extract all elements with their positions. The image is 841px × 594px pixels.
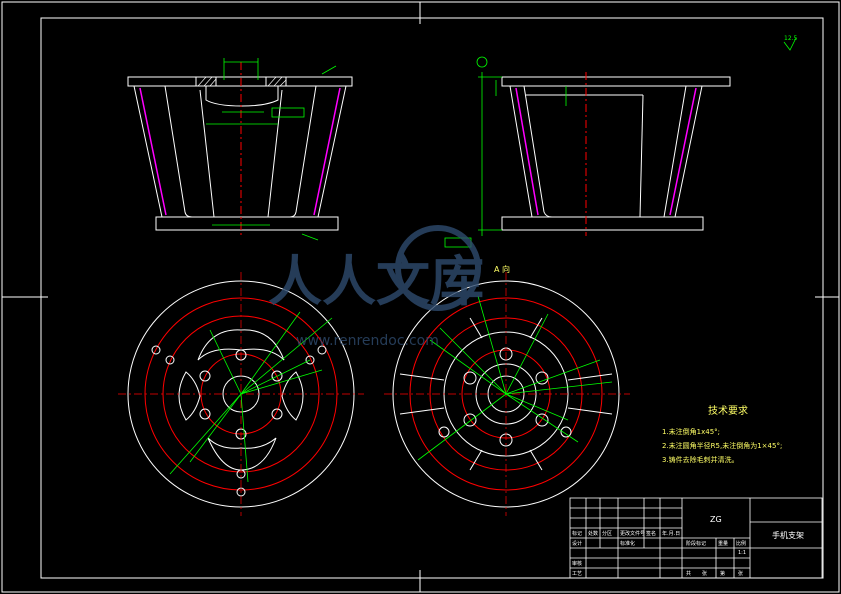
- side-left-wall: [509, 85, 533, 218]
- side-left-inner: [523, 85, 553, 218]
- title-mid-3: 重量: [718, 540, 728, 547]
- side-base-plate: [501, 216, 704, 231]
- title-header-1: 处数: [588, 530, 598, 537]
- title-row-label-3: 审核: [572, 560, 582, 567]
- svg-text:12.5: 12.5: [784, 35, 798, 42]
- front-rib-left: [199, 89, 215, 218]
- front-hidden-right: [313, 87, 341, 216]
- plan-left-slot-bottom: [207, 437, 277, 471]
- watermark-ring: [395, 225, 481, 311]
- title-material: ZG: [710, 515, 722, 524]
- title-mid-1: 标准化: [620, 540, 635, 547]
- title-header-3: 更改文件号: [620, 530, 645, 537]
- plan-left-holes: [151, 345, 327, 497]
- plan-left-slot-top: [197, 329, 285, 361]
- front-hatching: [197, 76, 287, 87]
- plan-right-ribs: [399, 317, 613, 471]
- plan-left-slot-right: [281, 371, 304, 421]
- title-header-5: 年.月.日: [662, 530, 680, 537]
- front-left-inner-wall: [164, 85, 193, 218]
- plan-right-holes: [438, 347, 572, 447]
- watermark: 人人文库 www.renrendoc.com: [268, 225, 484, 349]
- watermark-text: 人人文库: [268, 250, 484, 313]
- tech-requirements-title: 技术要求: [708, 404, 748, 417]
- front-dimensions: [206, 58, 337, 241]
- title-part-name: 手机支架: [772, 530, 804, 540]
- side-view: [444, 56, 731, 248]
- front-view: [127, 58, 353, 241]
- side-rib: [639, 94, 644, 218]
- plan-left-leaders: [169, 311, 333, 483]
- title-bottom-3: 第: [720, 570, 725, 577]
- side-hidden-left: [515, 87, 539, 216]
- tech-requirement-2: 2.未注圆角半径R5,未注倒角为1×45°;: [662, 441, 782, 450]
- inner-frame: [40, 17, 824, 579]
- front-rib-right: [267, 89, 283, 218]
- plan-left-slot-left: [178, 371, 201, 421]
- front-base-plate: [155, 216, 339, 231]
- title-bottom-2: 张: [702, 570, 707, 577]
- front-left-wall: [133, 85, 163, 218]
- title-mid-4: 比例: [736, 540, 746, 547]
- side-hidden-right: [669, 87, 697, 216]
- side-top-flange: [501, 76, 731, 87]
- title-bottom-1: 共: [686, 570, 691, 577]
- side-right-wall: [674, 85, 703, 218]
- front-top-flange: [127, 76, 353, 87]
- title-row-label-1: 标记: [572, 530, 582, 537]
- front-hidden-left: [139, 87, 167, 216]
- tech-requirement-1: 1.未注倒角1x45°;: [662, 427, 720, 436]
- title-header-2: 分区: [602, 530, 612, 537]
- side-dimensions: [444, 56, 567, 248]
- title-header-4: 签名: [646, 530, 656, 537]
- front-right-wall: [317, 85, 347, 218]
- side-right-inner: [663, 85, 687, 218]
- section-view-label: A 向: [494, 264, 510, 274]
- plan-view-right: [384, 272, 630, 516]
- tech-requirement-3: 3.铸件去除毛刺并清洗。: [662, 455, 739, 464]
- title-mid-2: 阶段标记: [686, 540, 706, 547]
- title-row-label-4: 工艺: [572, 571, 582, 577]
- tech-requirements: 技术要求 1.未注倒角1x45°; 2.未注圆角半径R5,未注倒角为1×45°;…: [662, 404, 782, 464]
- plan-right-leaders: [417, 295, 613, 461]
- plan-view-left: [118, 272, 364, 516]
- title-scale: 1:1: [738, 550, 746, 556]
- roughness-symbol: 12.5: [783, 35, 798, 51]
- watermark-url: www.renrendoc.com: [296, 333, 439, 349]
- title-row-label-2: 设计: [572, 540, 582, 547]
- front-hub: [205, 86, 279, 107]
- plan-right-ring1: [409, 297, 603, 491]
- front-right-inner-wall: [289, 85, 317, 218]
- title-block: [569, 497, 823, 579]
- title-bottom-4: 张: [738, 570, 743, 577]
